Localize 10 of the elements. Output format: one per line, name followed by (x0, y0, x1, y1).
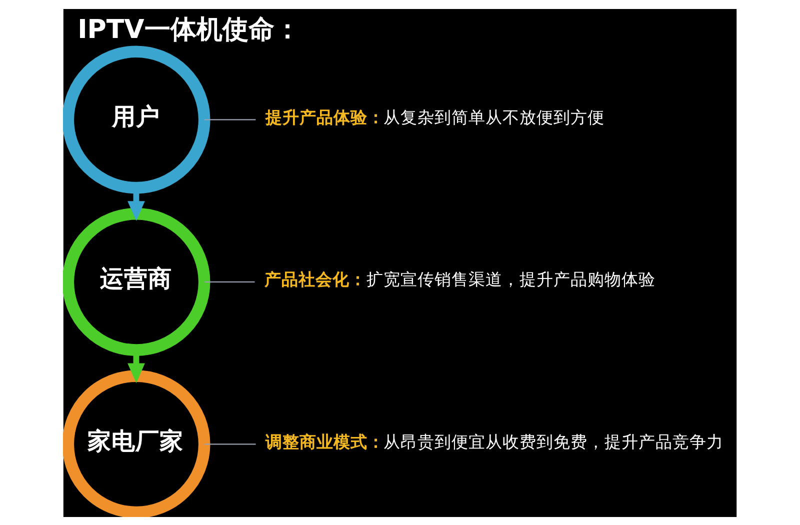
node-circle: 用户 (63, 45, 210, 194)
node-circle: 运营商 (63, 207, 210, 356)
node-text: 提升产品体验：从复杂到简单从不放便到方便 (265, 107, 605, 126)
node-circle: 家电厂家 (63, 370, 210, 516)
connector (204, 118, 256, 120)
node-text: 调整商业模式：从昂贵到便宜从收费到免费，提升产品竞争力 (265, 432, 724, 451)
diagram-title: IPTV一体机使命： (78, 14, 300, 45)
connector (204, 443, 256, 444)
connector (204, 280, 255, 282)
node-text: 产品社会化：扩宽宣传销售渠道，提升产品购物体验 (264, 270, 656, 289)
